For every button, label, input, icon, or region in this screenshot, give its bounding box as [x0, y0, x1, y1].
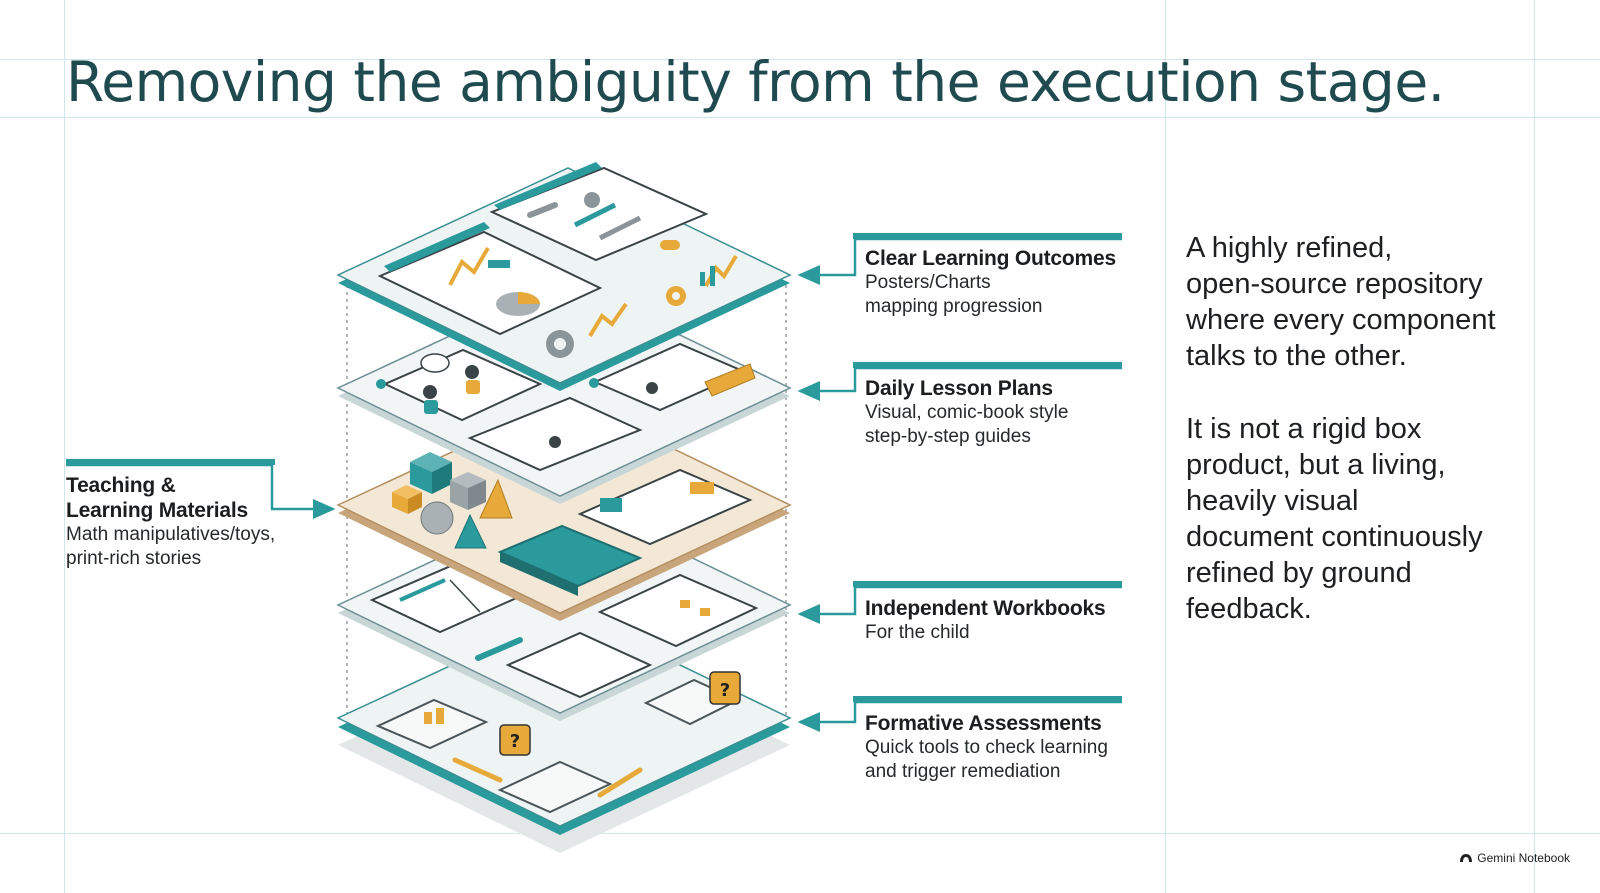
callout-description: Math manipulatives/toys, [66, 524, 276, 545]
description-line: A highly refined, [1186, 232, 1393, 264]
chart-poster-icon [377, 222, 603, 336]
svg-text:?: ? [510, 731, 520, 752]
callout-label: Learning Materials [66, 499, 248, 522]
callout-clear-learning-outcomes: Clear Learning Outcomes Posters/Charts m… [865, 246, 1116, 319]
question-mark-icon: ? [499, 724, 531, 756]
description-line: document continuously [1186, 521, 1483, 553]
trend-arrow-icon [588, 254, 738, 338]
pencil-icon [475, 637, 523, 661]
callout-teaching-learning-materials: Teaching & Learning Materials Math manip… [66, 473, 275, 571]
callout-description: Posters/Charts [865, 272, 991, 293]
page-title: Removing the ambiguity from the executio… [66, 50, 1445, 114]
callout-description: print-rich stories [66, 548, 202, 569]
description-line: heavily visual [1186, 485, 1359, 517]
svg-text:?: ? [720, 680, 730, 701]
guide-line [0, 59, 1600, 60]
description-paragraph-1: A highly refined, open-source repository… [1186, 230, 1526, 374]
description-line: where every component [1186, 304, 1496, 336]
guide-line [0, 117, 1600, 118]
callout-label: Clear Learning Outcomes [865, 247, 1116, 270]
chart-poster-icon [489, 162, 709, 262]
description-line: It is not a rigid box [1186, 413, 1422, 445]
callout-label: Independent Workbooks [865, 597, 1106, 620]
report-card-icon [497, 760, 613, 814]
description-line: feedback. [1186, 593, 1312, 625]
teacher-student-icon [423, 365, 658, 448]
cube-block-icon [392, 452, 486, 514]
cycle-arrow-icon [452, 757, 643, 798]
description-line: product, but a living, [1186, 449, 1446, 481]
callout-description: mapping progression [865, 296, 1043, 317]
description-paragraph-2: It is not a rigid box product, but a liv… [1186, 411, 1526, 627]
callout-description: step-by-step guides [865, 426, 1031, 447]
sphere-block-icon [420, 501, 454, 535]
pyramid-block-icon [454, 478, 513, 549]
callout-description: For the child [865, 622, 970, 643]
gear-icon [546, 192, 686, 358]
callout-formative-assessments: Formative Assessments Quick tools to che… [865, 711, 1108, 784]
layer-clear-learning-outcomes [336, 162, 792, 391]
callout-description: Quick tools to check learning [865, 737, 1108, 758]
notebook-logo-icon [1460, 854, 1473, 862]
callout-description: Visual, comic-book style [865, 402, 1069, 423]
guide-line [1165, 0, 1166, 893]
speech-bubble-icon [420, 353, 756, 397]
tablet-icon [375, 698, 489, 750]
description-line: open-source repository [1186, 268, 1483, 300]
brand-label: Gemini Notebook [1477, 851, 1570, 865]
layer-teaching-learning-materials [336, 397, 792, 621]
description-line: talks to the other. [1186, 340, 1407, 372]
pie-chart-icon [496, 292, 540, 316]
callout-daily-lesson-plans: Daily Lesson Plans Visual, comic-book st… [865, 376, 1068, 449]
phone-icon: ? [643, 671, 741, 726]
bullet-dot [589, 378, 599, 388]
brand-watermark: Gemini Notebook [1459, 851, 1570, 865]
notebook-icon [505, 631, 653, 699]
guide-line [64, 0, 65, 893]
callout-label: Daily Lesson Plans [865, 377, 1053, 400]
callout-label: Formative Assessments [865, 712, 1102, 735]
guide-line [0, 833, 1600, 834]
description-line: refined by ground [1186, 557, 1412, 589]
bullet-dot [376, 379, 386, 389]
storybook-icon [497, 468, 753, 596]
callout-independent-workbooks: Independent Workbooks For the child [865, 596, 1106, 645]
worksheet-icon [597, 573, 759, 648]
guide-line [1534, 0, 1535, 893]
callout-description: and trigger remediation [865, 761, 1061, 782]
callout-label: Teaching & [66, 474, 176, 497]
